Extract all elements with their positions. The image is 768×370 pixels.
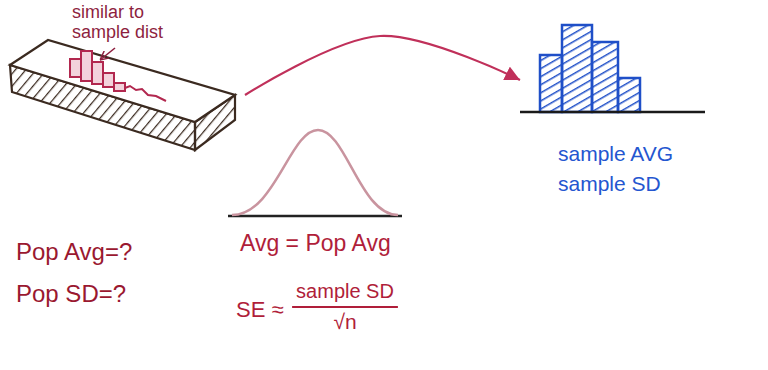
fraction-layer <box>292 307 398 308</box>
formula: Avg = Pop Avg <box>240 230 391 256</box>
population-box: similar to sample distPop Avg=? Pop SD=? <box>0 0 245 320</box>
unknown-value: Pop Avg=? <box>16 238 132 266</box>
histogram-bar <box>592 42 618 112</box>
histogram-bar <box>114 83 125 91</box>
histogram-bar <box>70 59 81 77</box>
denominator: √n <box>333 310 356 334</box>
formula: SE ≈ <box>236 297 284 322</box>
population-tray <box>10 40 235 150</box>
axis-line <box>228 215 402 218</box>
histogram-tail <box>125 86 166 101</box>
bell-curve <box>232 130 398 215</box>
histogram-bar <box>618 78 640 112</box>
population-histogram <box>70 51 166 101</box>
sampling-distribution <box>228 130 402 216</box>
annotation: similar to sample dist <box>72 3 196 43</box>
histogram-bar <box>81 51 92 81</box>
leader-line <box>100 48 115 60</box>
tray-top <box>10 40 235 122</box>
unknown-value: Pop SD=? <box>16 280 126 308</box>
sample-stat: sample AVG <box>558 142 673 166</box>
sampling-arrow <box>245 36 520 95</box>
sample-histogram <box>520 25 705 112</box>
fraction-bar <box>292 306 398 308</box>
sample-box: sample AVG sample SD <box>520 10 705 210</box>
histogram-bar <box>540 55 562 112</box>
histogram-bar <box>562 25 592 112</box>
axis-line <box>520 111 705 114</box>
sample-stat: sample SD <box>558 172 661 196</box>
numerator: sample SD <box>296 280 394 303</box>
histogram-bar <box>92 62 103 84</box>
histogram-bar <box>103 73 114 87</box>
